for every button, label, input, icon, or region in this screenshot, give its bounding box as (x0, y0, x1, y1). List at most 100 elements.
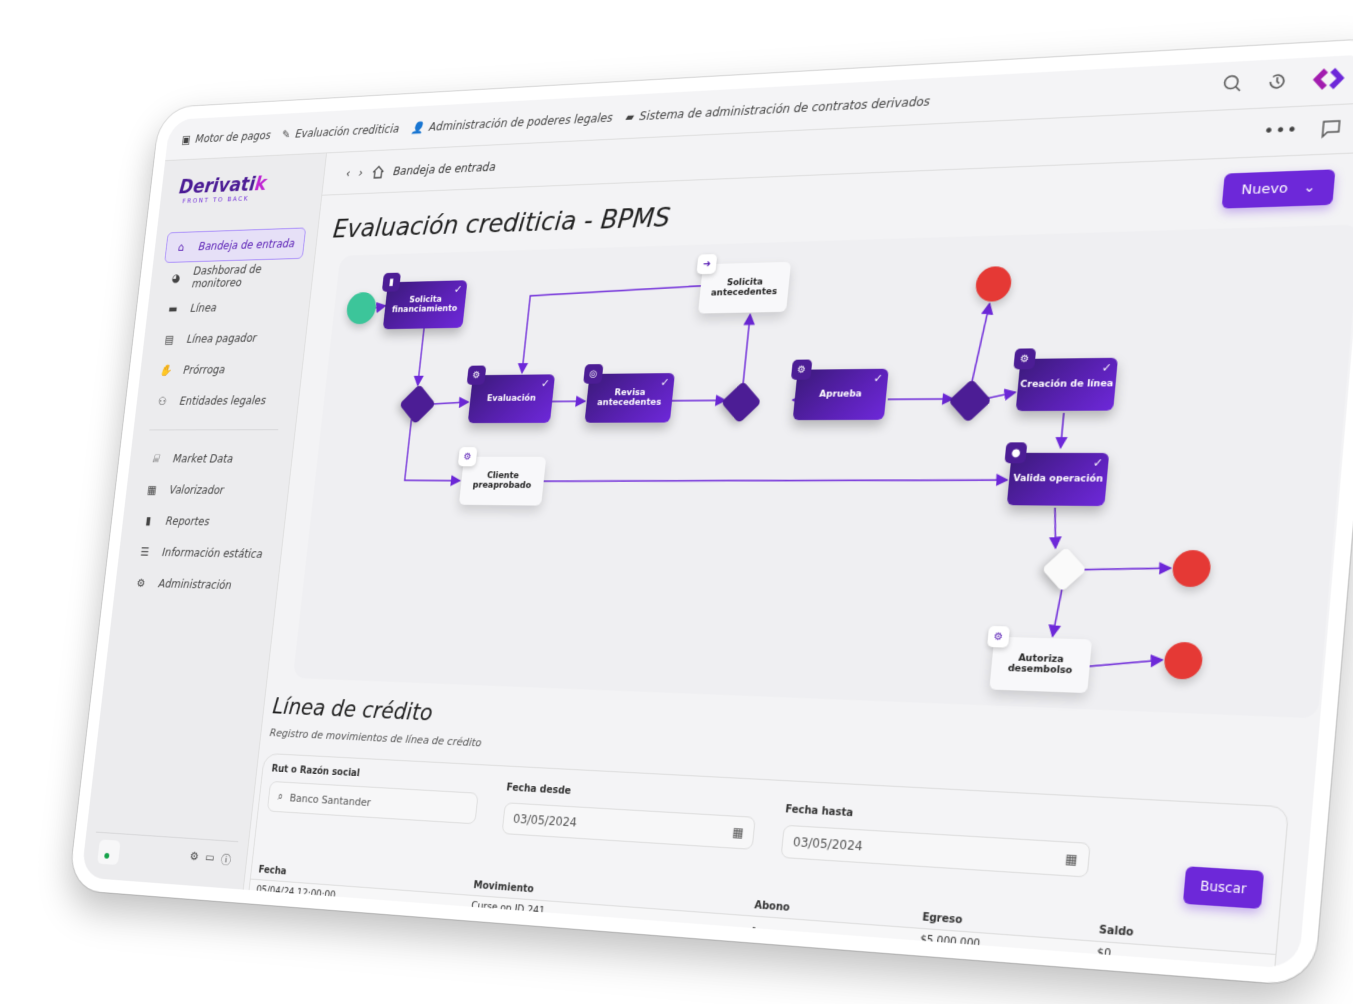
chat-icon[interactable] (1320, 118, 1342, 138)
tab-item[interactable]: ▰Sistema de administración de contratos … (625, 94, 931, 123)
sidebar-item-label: Administración (157, 577, 233, 592)
sidebar-item-label: Valorizador (168, 483, 225, 497)
sidebar-item[interactable]: ⌸ Market Data (139, 443, 281, 475)
process-node[interactable]: ◎Revisa antecedentes✓ (583, 364, 675, 423)
sidebar-item[interactable]: ☰ Información estática (129, 536, 271, 570)
sidebar-item-label: Bandeja de entrada (197, 236, 296, 253)
tab-label: Motor de pagos (194, 128, 272, 145)
sidebar-item[interactable]: ▤Línea pagador (153, 322, 295, 356)
process-node[interactable]: ●Valida operación✓ (1004, 442, 1110, 507)
home-icon[interactable] (370, 164, 385, 179)
filter-card: Rut o Razón social ⌕Banco Santander Fech… (242, 752, 1290, 970)
help-icon[interactable]: ⓘ (220, 853, 232, 868)
table-cell: - (908, 951, 1088, 970)
gear-icon: ⚙ (457, 447, 478, 467)
node-label: Autoriza desembolso (1007, 653, 1073, 677)
process-node[interactable]: ➜Solicita antecedentes (696, 254, 792, 314)
fecha-desde-input[interactable]: 03/05/2024▦ (501, 802, 756, 850)
table-icon: ☰ (139, 545, 150, 559)
node-label: Aprueba (818, 389, 863, 400)
sidebar-item-label: Market Data (172, 452, 234, 466)
sidebar-item[interactable]: ▮Reportes (132, 505, 274, 538)
process-node[interactable]: ⚙Evaluación✓ (466, 365, 556, 424)
sidebar-item-label: Información estática (161, 545, 264, 561)
sidebar-footer: ⚙ ▭ ⓘ (91, 831, 239, 880)
sidebar-item[interactable]: ✋ Prórroga (150, 353, 292, 386)
database-icon: ◎ (583, 364, 604, 384)
search-button[interactable]: Buscar (1182, 866, 1265, 909)
check-icon: ✓ (1092, 456, 1104, 470)
node-label: Revisa antecedentes (596, 388, 662, 409)
table-cell: 05/04/24 12:00:00 (245, 900, 463, 939)
money-icon: ▣ (181, 132, 192, 146)
toggle-icon[interactable]: ▭ (204, 850, 216, 865)
sidebar-item-label: Reportes (165, 514, 211, 529)
sidebar-nav: ⌂Bandeja de entrada◕Dashborad de monitor… (125, 227, 307, 602)
calculator-icon: ▦ (146, 483, 158, 497)
connector (1080, 566, 1170, 571)
process-node[interactable]: ▮Solicita financiamiento✓ (381, 272, 468, 330)
calendar-icon[interactable]: ▦ (1064, 851, 1078, 868)
sidebar-item-label: Línea (189, 301, 218, 315)
process-node[interactable]: ⚙Aprueba✓ (790, 359, 889, 421)
sidebar-item[interactable]: ⚇Entidades legales (146, 385, 288, 417)
gear-icon: ⚙ (136, 576, 147, 590)
process-node[interactable]: ⚙ Cliente preaprobado (457, 447, 547, 506)
sidebar-item[interactable]: ▬ Línea (157, 290, 299, 324)
section-subtitle: Registro de movimientos de línea de créd… (269, 726, 483, 750)
back-button[interactable]: ‹ (345, 166, 352, 180)
file-export-icon: ➜ (696, 254, 718, 275)
check-icon: ✓ (872, 371, 884, 386)
users-icon: ⚇ (157, 394, 168, 408)
connector (1061, 413, 1064, 448)
sidebar-item-label: Prórroga (182, 363, 226, 377)
brand-logo: Derivatik FRONT TO BACK (178, 172, 268, 205)
connector (430, 402, 468, 404)
user-icon: ● (1004, 442, 1028, 464)
chevron-down-icon: ⌄ (1302, 179, 1317, 197)
forward-button[interactable]: › (358, 165, 364, 179)
sidebar-item[interactable]: ⚙ Administración (125, 567, 267, 602)
history-icon[interactable] (1266, 71, 1288, 91)
rut-label: Rut o Razón social (271, 763, 361, 780)
status-indicator (97, 838, 121, 865)
table-cell: - (738, 961, 909, 970)
rut-input[interactable]: ⌕Banco Santander (266, 780, 479, 825)
settings-icon[interactable]: ⚙ (189, 849, 200, 864)
connector (405, 419, 467, 480)
bank-icon: ⌸ (152, 451, 160, 465)
check-icon: ✓ (1101, 360, 1113, 375)
tab-item[interactable]: 👤Administración de poderes legales (411, 110, 614, 134)
sidebar-item-label: Línea pagador (186, 331, 258, 346)
sidebar-item[interactable]: ⌂Bandeja de entrada (164, 227, 307, 263)
connector (986, 392, 1016, 398)
node-label: Creación de línea (1019, 378, 1114, 391)
sidebar-item[interactable]: ◕Dashborad de monitoreo (161, 259, 303, 294)
calendar-icon[interactable]: ▦ (731, 824, 745, 840)
user-tie-icon: 👤 (410, 120, 425, 135)
tab-item[interactable]: ▣Motor de pagos (181, 128, 271, 145)
connector (743, 314, 750, 385)
credit-card-icon: ▬ (167, 302, 179, 316)
handshake-icon: ✋ (159, 363, 173, 377)
search-icon: ⌕ (277, 790, 284, 803)
node-label: Cliente preaprobado (472, 471, 532, 491)
process-node[interactable]: ⚙Autoriza desembolso (987, 625, 1093, 694)
breadcrumb-current[interactable]: Bandeja de entrada (392, 159, 497, 178)
table-cell: $5.000.000 (740, 938, 911, 970)
table-cell: 05/04/24 12:00:00 (243, 921, 461, 960)
more-icon[interactable]: ••• (1262, 119, 1300, 142)
tab-item[interactable]: ✎Evaluación crediticia (282, 122, 400, 141)
sidebar-item-label: Dashborad de monitoreo (191, 262, 263, 291)
search-icon[interactable] (1222, 74, 1243, 94)
new-button[interactable]: Nuevo⌄ (1222, 169, 1336, 209)
table-cell: Curse op ID 141 (458, 938, 741, 970)
device-frame: ▣Motor de pagos✎Evaluación crediticia👤Ad… (68, 38, 1353, 986)
fecha-hasta-input[interactable]: 03/05/2024▦ (780, 824, 1091, 878)
process-node[interactable]: ⚙Creación de línea✓ (1013, 348, 1118, 412)
gear-icon: ⚙ (466, 365, 487, 385)
brand-logo-icon (1311, 66, 1347, 91)
file-signature-icon: ✎ (281, 127, 292, 141)
sidebar-item[interactable]: ▦ Valorizador (136, 474, 278, 507)
